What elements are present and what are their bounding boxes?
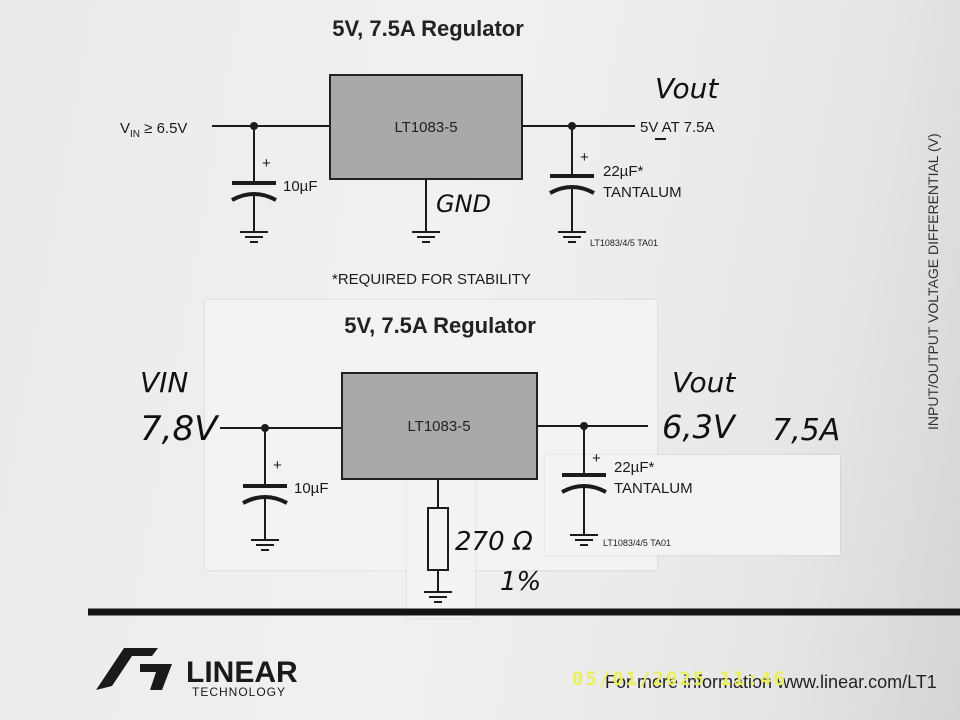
hand-vin-label: VIN [140,366,188,399]
hand-resistor-value: 270 Ω [455,527,533,557]
bottom-input-capacitor [242,428,288,540]
bottom-chip-label: LT1083-5 [407,418,470,435]
hand-vout-value: 6,3V [662,408,737,446]
resistor-ground-icon [424,591,452,603]
top-figure-code: LT1083/4/5 TA01 [590,238,658,248]
bottom-cin-value: 10µF [294,480,329,497]
bottom-cout-type: TANTALUM [614,480,693,497]
bottom-output-ground-icon [570,534,598,546]
bottom-input-ground-icon [251,539,279,551]
top-chip-ground-icon [412,179,440,243]
linear-logo-icon [96,648,172,690]
side-axis-label: INPUT/OUTPUT VOLTAGE DIFFERENTIAL (V) [925,133,941,430]
top-vout-label: 5V AT 7.5A [640,119,715,136]
top-title: 5V, 7.5A Regulator [332,16,524,41]
top-vin-label: VIN ≥ 6.5V [120,120,187,140]
top-output-capacitor [549,126,595,232]
hand-resistor-tolerance: 1% [500,567,541,597]
top-hand-gnd: GND [436,190,491,218]
bottom-cout-plus: + [592,450,601,467]
logo-technology: TECHNOLOGY [192,685,286,699]
top-cin-plus: + [262,155,271,172]
top-cout-value: 22µF* [603,163,643,180]
top-cout-type: TANTALUM [603,184,682,201]
pasted-resistor-patch [407,478,475,618]
bottom-output-capacitor [561,426,607,535]
bottom-cout-value: 22µF* [614,459,654,476]
top-input-capacitor [231,126,277,232]
top-output-ground-icon [558,231,586,243]
top-chip-label: LT1083-5 [394,119,457,136]
footer-info-text: For more information www.linear.com/LT1 [605,672,937,692]
logo-linear: LINEAR [186,656,298,689]
top-footnote: *REQUIRED FOR STABILITY [332,271,531,288]
bottom-title: 5V, 7.5A Regulator [344,313,536,338]
top-cin-value: 10µF [283,178,318,195]
resistor-270-ohm [427,479,449,592]
top-cout-plus: + [580,149,589,166]
photo-date-stamp: 05/01/2025 11:46 [572,668,787,690]
bottom-figure-code: LT1083/4/5 TA01 [603,538,671,548]
top-input-ground-icon [240,231,268,243]
bottom-cin-plus: + [273,457,282,474]
hand-vout-label: Vout [672,366,736,399]
hand-vin-value: 7,8V [140,409,220,449]
top-hand-vout: Vout [655,72,719,105]
pasted-output-patch [545,455,840,555]
hand-current-value: 7,5A [772,413,840,448]
